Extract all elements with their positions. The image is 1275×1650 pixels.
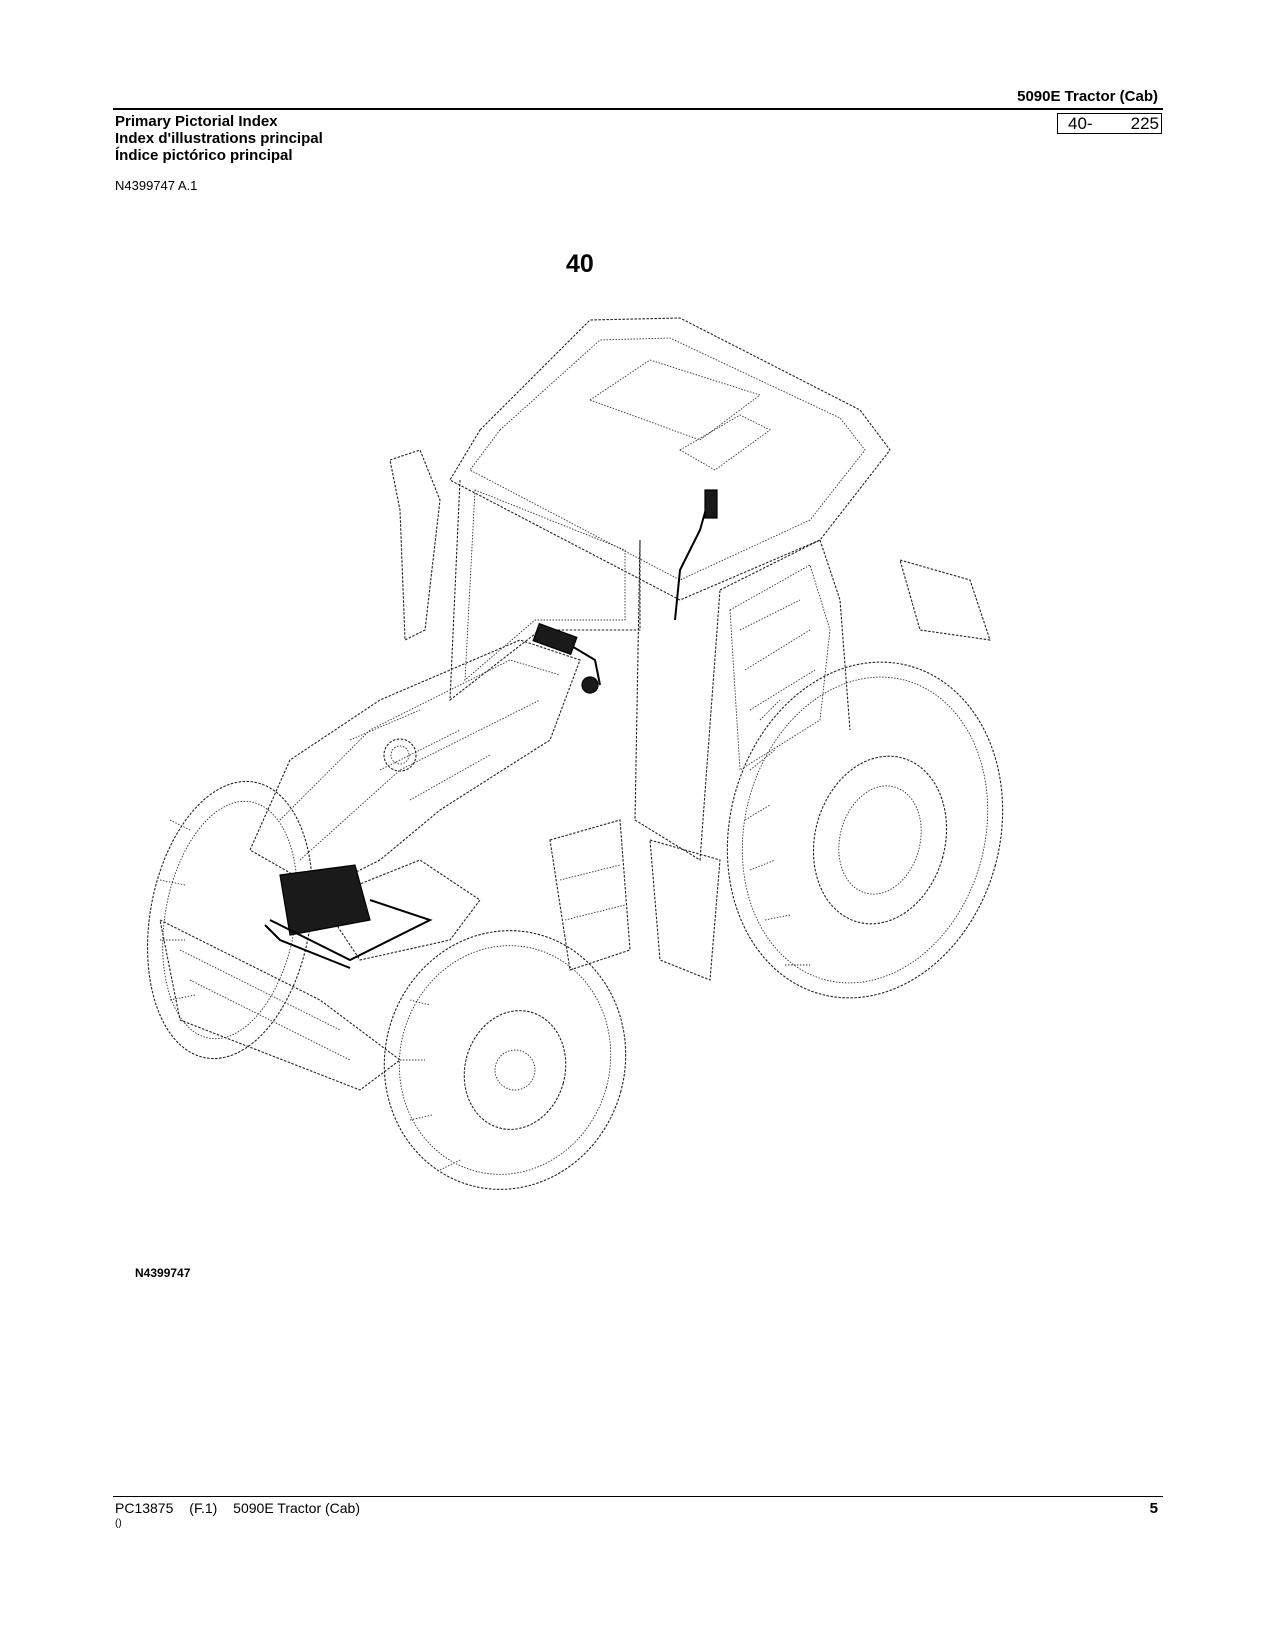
highlighted-wiring-harness: [532, 489, 718, 694]
section-title-en: Primary Pictorial Index: [115, 113, 278, 130]
header-rule: [113, 108, 1163, 110]
page-reference-box: 40- 225: [1057, 113, 1162, 134]
page-reference-number: 225: [1130, 114, 1159, 133]
footer-info: PC13875 (F.1) 5090E Tractor (Cab): [115, 1500, 372, 1516]
doc-code: PC13875: [115, 1500, 174, 1516]
hood: [249, 639, 581, 891]
illustration-reference: N4399747 A.1: [115, 178, 198, 193]
footer-model: 5090E Tractor (Cab): [233, 1500, 361, 1516]
doc-revision: (F.1): [189, 1500, 218, 1516]
figure-label: N4399747: [135, 1266, 191, 1280]
rear-wheel: [726, 559, 1004, 999]
cab-roof: [449, 317, 891, 601]
footer-rule: [113, 1496, 1163, 1497]
front-right-wheel: [383, 930, 627, 1190]
section-title-fr: Index d'illustrations principal: [115, 130, 323, 147]
group-number: 40: [566, 250, 594, 278]
page-reference-section: 40-: [1068, 114, 1093, 133]
tractor-illustration: [146, 317, 1004, 1190]
cab-steps: [549, 819, 721, 981]
page-number: 5: [1149, 1500, 1158, 1517]
footer-note: (): [115, 1518, 122, 1529]
section-title-es: Índice pictórico principal: [115, 147, 293, 164]
cab-body: [389, 449, 851, 861]
highlighted-control-unit: [264, 864, 433, 969]
front-weights: [159, 859, 481, 1091]
section-titles: Primary Pictorial Index Index d'illustra…: [115, 113, 323, 164]
model-title: 5090E Tractor (Cab): [1017, 88, 1158, 105]
